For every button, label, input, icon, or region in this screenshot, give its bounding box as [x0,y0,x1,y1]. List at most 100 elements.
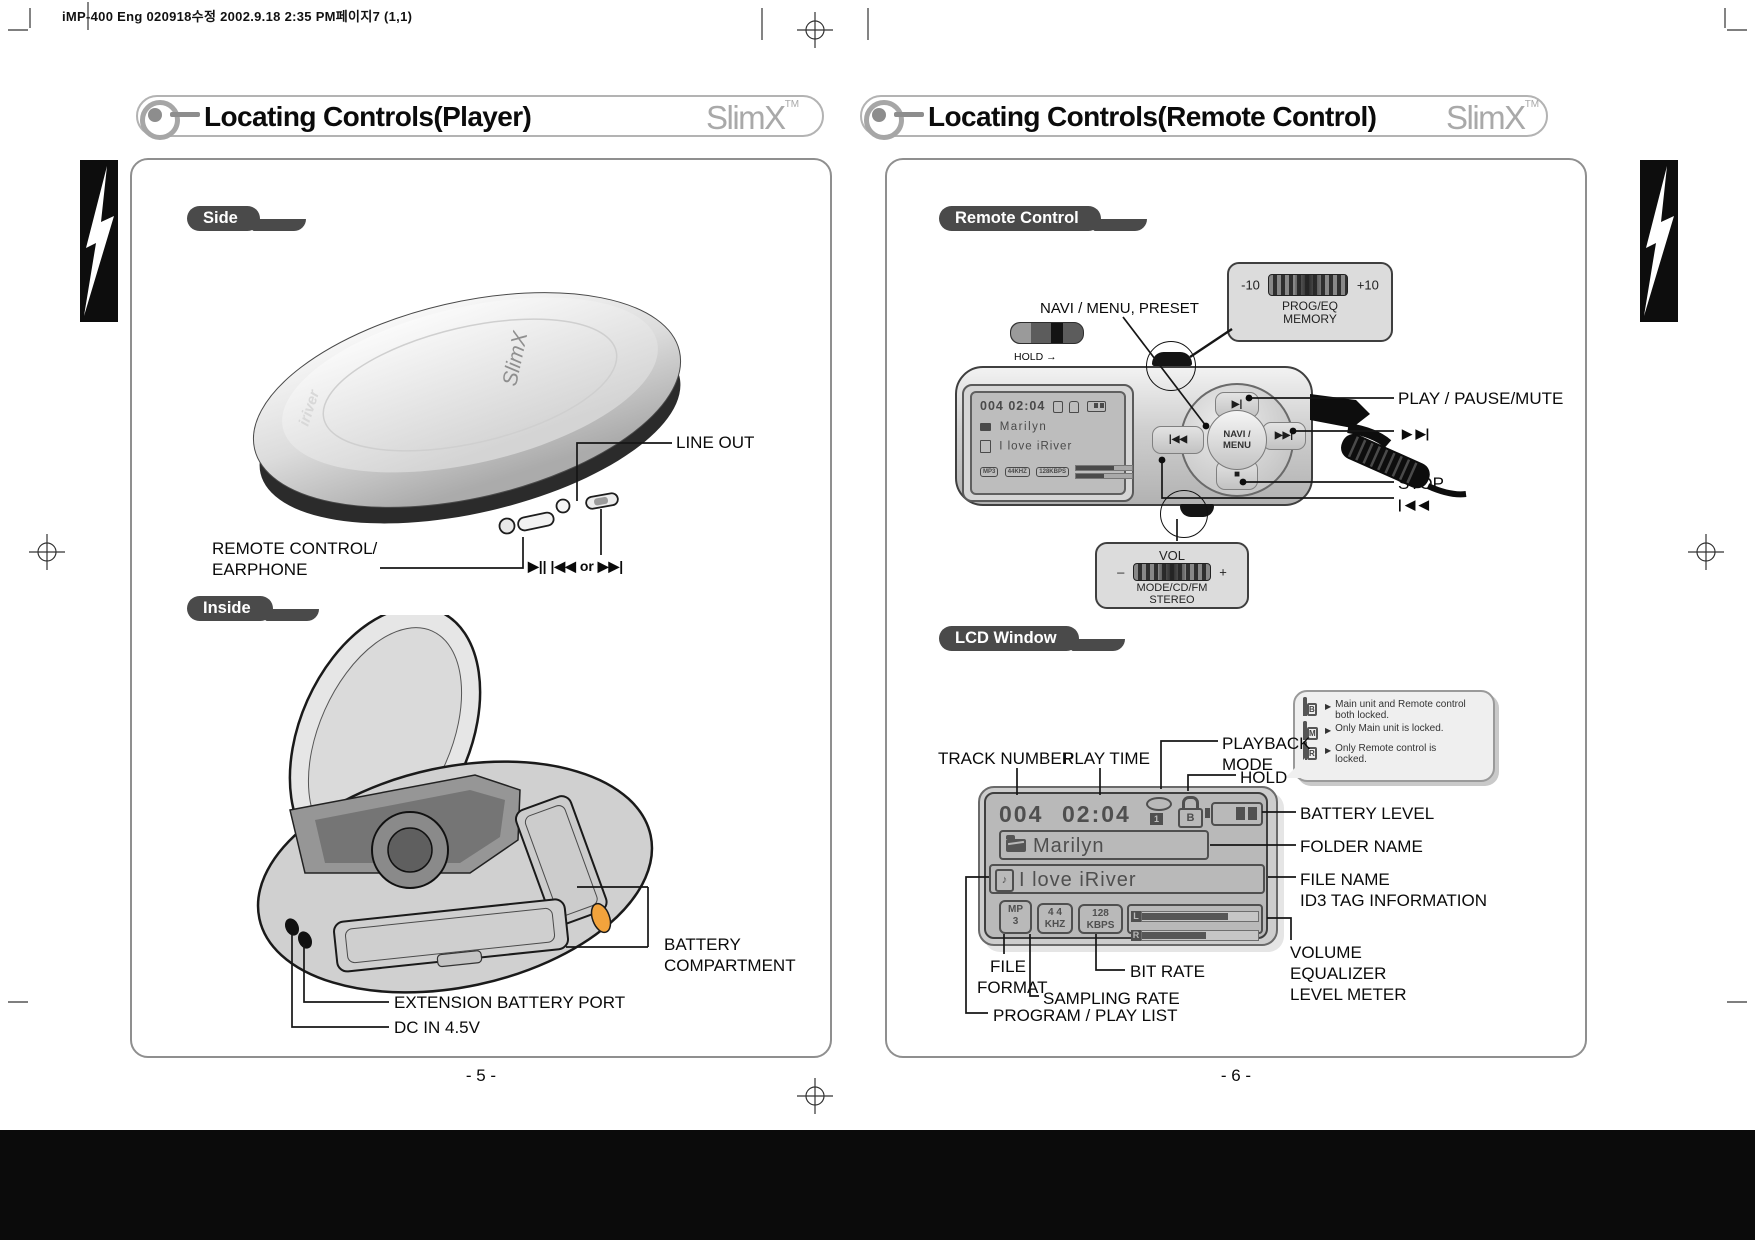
inside-tab: Inside [187,596,319,621]
extension-battery-label: EXTENSION BATTERY PORT [394,993,626,1012]
file-name-label: FILE NAME ID3 TAG INFORMATION [1300,869,1487,911]
remote-control-tab-label: Remote Control [955,209,1079,227]
stop-button-glyph: ■ [1233,469,1241,480]
volume-label-line1: VOLUME [1290,943,1362,962]
hold-switch-label-text: HOLD [1014,351,1044,363]
play-pause-button-glyph: ▶| [1231,399,1243,410]
file-format-label-line1: FILE [990,957,1026,976]
folder-name-text: Marilyn [1033,835,1105,857]
remote-earphone-label-line1: REMOTE CONTROL/ [212,539,378,558]
playback-mode-label-line1: PLAYBACK [1222,734,1311,753]
meter-right-bar [1141,930,1259,942]
legend-pointer-icon: ▶ [1325,746,1332,755]
file-format-label-line2: FORMAT [977,978,1048,997]
volume-label-line2: EQUALIZER [1290,964,1387,983]
remote-lcd-file-text: I love iRiver [999,440,1073,453]
lock-legend-row-main: M ▶ Only Main unit is locked. [1303,721,1485,741]
navi-menu-button: NAVI / MENU [1207,410,1267,470]
earphone-port [498,517,516,535]
folder-name-label: FOLDER NAME [1300,837,1423,856]
remote-lcd-screen: 004 02:04 Marilyn I love iRiver MP3 44KH… [970,391,1134,495]
remote-lcd-badges-row: MP3 44KHZ 128KBPS [980,463,1134,481]
hold-switch [1010,322,1084,344]
stereo-label: STEREO [1149,594,1195,607]
right-page-title: Locating Controls(Remote Control) [928,101,1377,132]
mini-khz-badge: 44KHZ [1004,466,1030,477]
battery-level-icon [1205,802,1263,826]
mini-lock-icon [1069,400,1080,413]
rewind-label: | ◀ ◀ [1398,497,1429,512]
fast-forward-button-glyph: ▶▶| [1274,430,1294,441]
navi-menu-button-line1: NAVI / [1223,429,1251,440]
file-format-label: FILE FORMAT [977,956,1048,998]
right-title-ring-icon [864,100,904,140]
meter-left-letter: L [1131,911,1141,923]
navi-knob-annotation-circle [1146,341,1196,391]
left-title-ring-icon [140,100,180,140]
prog-eq-memory-box: -10 +10 PROG/EQ MEMORY [1227,262,1393,342]
mode-cd-fm-label: MODE/CD/FM [1136,582,1208,595]
prog-minus-label: -10 [1241,277,1260,293]
left-title-dot-icon [148,108,162,122]
play-time-label: PLAY TIME [1063,749,1150,768]
file-format-badge: MP 3 [999,900,1032,934]
file-format-badge-line2: 3 [1012,916,1019,927]
vol-plus-label: + [1219,564,1227,580]
battery-compartment-label: BATTERY COMPARTMENT [664,934,796,976]
navi-menu-preset-label: NAVI / MENU, PRESET [1040,300,1199,317]
right-title-dash [894,112,924,117]
inside-tab-label: Inside [203,599,251,617]
side-tab-label: Side [203,209,238,227]
lock-legend-bubble: B ▶ Main unit and Remote control both lo… [1285,690,1495,782]
mini-folder-icon [980,422,991,431]
bit-rate-badge: 128 KBPS [1078,904,1123,934]
mini-battery-icon [1086,401,1106,413]
battery-compartment-label-line2: COMPARTMENT [664,956,796,975]
rewind-button-glyph: |◀◀ [1168,434,1188,445]
file-name-label-line1: FILE NAME [1300,870,1390,889]
right-title-dot-icon [872,108,886,122]
battery-level-label: BATTERY LEVEL [1300,804,1435,823]
remote-earphone-label-line2: EARPHONE [212,560,308,579]
play-pause-mute-label: PLAY / PAUSE/MUTE [1398,389,1564,408]
vol-label: VOL [1158,548,1185,563]
prog-eq-jog-wheel-icon [1268,274,1349,296]
volume-label-line3: LEVEL METER [1290,985,1407,1004]
rewind-button: |◀◀ [1152,426,1204,454]
navi-menu-button-line2: MENU [1223,440,1251,451]
fast-forward-label: ▶ ▶| [1402,426,1430,441]
left-brand-logo: SlimXTM [706,99,799,137]
sampling-rate-badge-line2: KHZ [1044,919,1066,930]
program-playlist-label: PROGRAM / PLAY LIST [993,1006,1178,1025]
file-format-badge-line1: MP [1008,904,1023,915]
hold-lock-letter: B [1178,808,1203,828]
bit-rate-badge-line2: KBPS [1086,920,1115,931]
repeat-one-icon: 1 [1146,797,1172,825]
side-tab: Side [187,206,306,231]
sampling-rate-label: SAMPLING RATE [1043,989,1180,1008]
remote-lcd-folder-row: Marilyn [980,421,1047,433]
music-note-icon: ♪ [995,869,1014,892]
remote-control-tab: Remote Control [939,206,1147,231]
bit-rate-badge-line1: 128 [1092,908,1109,919]
meter-left-bar [1141,911,1259,923]
sampling-rate-badge: 4 4 KHZ [1037,903,1073,934]
bit-rate-label: BIT RATE [1130,962,1205,981]
lcd-window-tab-label: LCD Window [955,629,1057,647]
folder-icon [1006,835,1026,852]
mini-kbps-badge: 128KBPS [1036,466,1069,477]
legend-pointer-icon: ▶ [1325,726,1332,735]
lock-b-letter: B [1307,703,1317,716]
lcd-window-screen: 004 02:04 1 B Marilyn ♪ I love iRiver MP… [984,792,1268,942]
right-brand-logo: SlimXTM [1446,99,1539,137]
hold-arrow-icon: → [1046,351,1057,363]
lightning-bar-left [80,160,118,322]
vol-mode-box: VOL – + MODE/CD/FM STEREO [1095,542,1249,609]
remote-lcd-folder-text: Marilyn [999,421,1048,433]
right-brand-logo-tm: TM [1524,99,1540,110]
line-out-label: LINE OUT [676,433,755,452]
level-meter-box: L R [1127,904,1263,942]
mini-note-icon [980,440,991,453]
remote-lcd-file-row: I love iRiver [980,440,1072,453]
